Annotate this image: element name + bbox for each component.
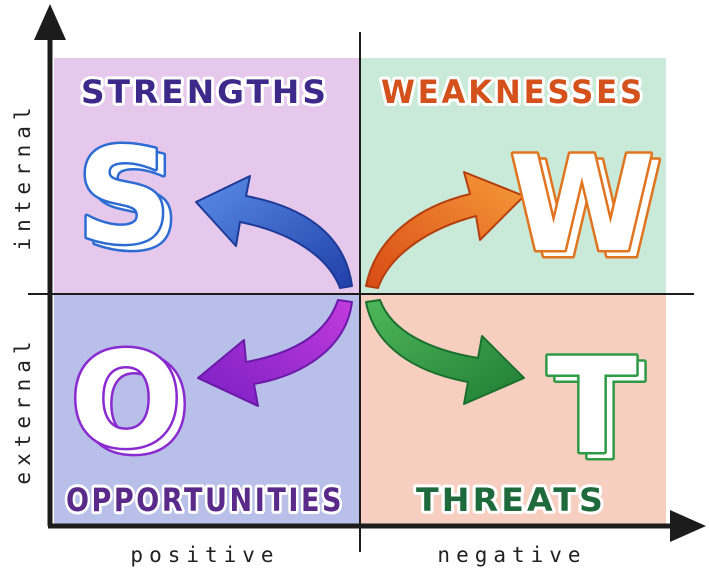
opportunities-letter: O: [70, 324, 182, 478]
arrow-to-weaknesses: [365, 171, 525, 289]
strengths-letter: S: [76, 120, 171, 274]
y-axis-arrowhead: [34, 4, 66, 40]
threats-letter: T: [547, 330, 637, 484]
arrow-to-opportunities: [197, 299, 353, 407]
threats-letter-shadow: T: [555, 336, 645, 490]
quadrant-threats-bg: [360, 294, 666, 524]
weaknesses-letter: W: [509, 128, 655, 282]
quadrant-weaknesses-bg: [360, 58, 666, 294]
strengths-title: STRENGTHS: [81, 73, 329, 111]
opportunities-title: OPPORTUNITIES: [66, 481, 344, 519]
threats-title: THREATS: [416, 481, 606, 519]
arrow-to-strengths: [195, 175, 353, 289]
quadrant-opportunities-bg: [54, 294, 360, 524]
weaknesses-title: WEAKNESSES: [381, 73, 645, 111]
strengths-letter-shadow: S: [84, 126, 179, 280]
axis-label-external: external: [11, 335, 35, 484]
quadrant-strengths-bg: [54, 58, 360, 294]
axis-label-negative: negative: [437, 543, 586, 567]
x-axis-arrowhead: [670, 510, 706, 542]
axis-label-positive: positive: [130, 543, 279, 567]
arrow-to-threats: [365, 299, 525, 405]
axis-label-internal: internal: [11, 101, 35, 250]
opportunities-letter-shadow: O: [78, 330, 190, 484]
weaknesses-letter-shadow: W: [517, 134, 663, 288]
